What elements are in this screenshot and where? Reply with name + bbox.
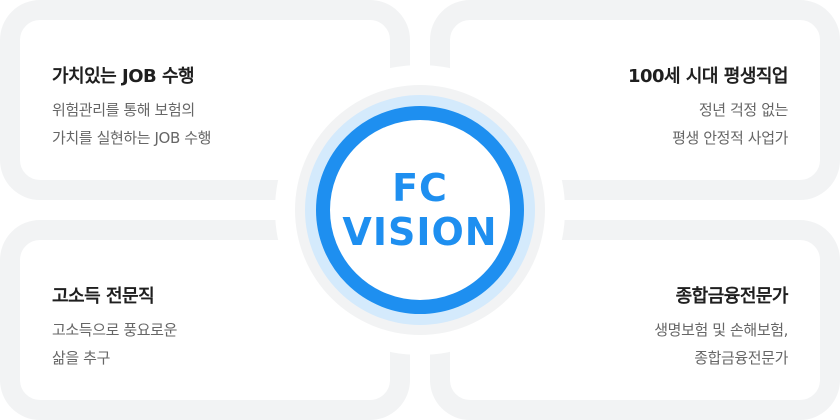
- card-description-line: 삶을 추구: [52, 349, 110, 367]
- fc-vision-emblem: FC VISION: [330, 120, 510, 300]
- card-description-line: 정년 걱정 없는: [698, 101, 789, 119]
- card-title: 종합금융전문가: [675, 286, 789, 307]
- card-title: 가치있는 JOB 수행: [52, 66, 195, 87]
- card-high-income: 고소득 전문직 고소득으로 풍요로운 삶을 추구: [0, 220, 410, 420]
- card-description: 정년 걱정 없는 평생 안정적 사업가: [672, 96, 788, 152]
- card-title: 100세 시대 평생직업: [627, 66, 789, 87]
- card-description-line: 가치를 실현하는 JOB 수행: [52, 129, 212, 147]
- card-description-line: 종합금융전문가: [694, 349, 788, 367]
- card-description: 위험관리를 통해 보험의 가치를 실현하는 JOB 수행: [52, 96, 211, 152]
- card-description-line: 위험관리를 통해 보험의: [52, 101, 195, 119]
- card-description-line: 생명보험 및 손해보험,: [654, 321, 788, 339]
- card-title: 고소득 전문직: [52, 286, 155, 307]
- card-description-line: 평생 안정적 사업가: [672, 129, 788, 147]
- card-description: 고소득으로 풍요로운 삶을 추구: [52, 316, 177, 372]
- emblem-line-fc: FC: [392, 166, 448, 210]
- card-description-line: 고소득으로 풍요로운: [52, 321, 177, 339]
- emblem-line-vision: VISION: [342, 210, 498, 254]
- card-description: 생명보험 및 손해보험, 종합금융전문가: [654, 316, 788, 372]
